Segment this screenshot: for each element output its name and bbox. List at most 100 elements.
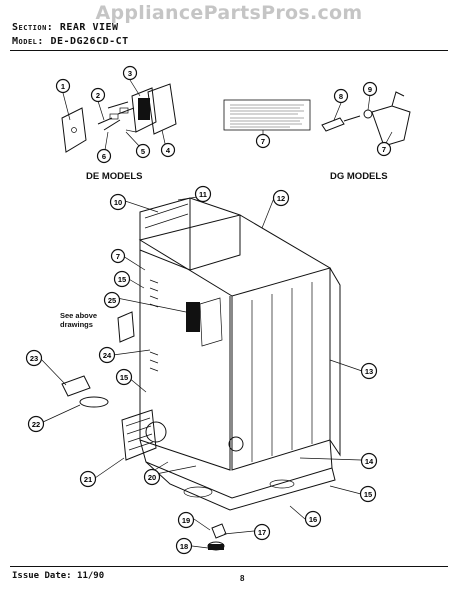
part-callout-c9: 9 — [362, 81, 378, 97]
part-callout-c7b: 7 — [376, 141, 392, 157]
callout-number: 15 — [118, 275, 126, 284]
part-callout-c3: 3 — [122, 65, 138, 81]
part-callout-c15a: 15 — [113, 270, 131, 288]
watermark-text: AppliancePartsPros.com — [95, 2, 363, 24]
callout-number: 8 — [339, 92, 343, 101]
callout-number: 24 — [103, 351, 112, 360]
callout-circle — [113, 270, 131, 288]
part-callout-c2: 2 — [90, 87, 106, 103]
callout-number: 16 — [309, 515, 317, 524]
model-label: Model: — [12, 36, 44, 47]
callout-circle — [25, 349, 43, 367]
callout-number: 23 — [30, 354, 38, 363]
dg-models-caption: DG MODELS — [330, 171, 388, 182]
callout-number: 15 — [364, 490, 372, 499]
callout-circle — [115, 368, 133, 386]
callout-number: 6 — [102, 152, 106, 161]
callout-number: 7 — [261, 137, 265, 146]
callout-number: 14 — [365, 457, 374, 466]
callout-circle — [135, 143, 151, 159]
label-plate-detail — [223, 99, 311, 134]
callout-circle — [360, 452, 378, 470]
part-callout-c21: 21 — [79, 470, 97, 488]
callout-circle — [27, 415, 45, 433]
callout-number: 18 — [180, 542, 188, 551]
callout-circle — [122, 65, 138, 81]
callout-circle — [96, 148, 112, 164]
callout-number: 10 — [114, 198, 122, 207]
footer-rule — [10, 566, 448, 567]
model-value: DE-DG26CD-CT — [50, 36, 129, 47]
part-callout-c14: 14 — [360, 452, 378, 470]
part-callout-c10: 10 — [109, 193, 127, 211]
part-callout-c16: 16 — [304, 510, 322, 528]
part-callout-c23: 23 — [25, 349, 43, 367]
part-callout-c11: 11 — [194, 185, 212, 203]
callout-number: 7 — [382, 145, 386, 154]
section-header: Section: REAR VIEW — [12, 22, 119, 33]
callout-circle — [79, 470, 97, 488]
callout-circle — [255, 133, 271, 149]
callout-number: 20 — [148, 473, 156, 482]
callout-number: 17 — [258, 528, 266, 537]
callout-circle — [98, 346, 116, 364]
callout-circle — [333, 88, 349, 104]
see-above-note: See above drawings — [60, 311, 97, 329]
section-value: REAR VIEW — [59, 22, 119, 33]
callout-circle — [304, 510, 322, 528]
part-callout-c7a: 7 — [255, 133, 271, 149]
part-callout-c15c: 15 — [359, 485, 377, 503]
callout-number: 22 — [32, 420, 40, 429]
callout-number: 2 — [96, 91, 100, 100]
callout-number: 1 — [61, 82, 65, 91]
part-callout-c5: 5 — [135, 143, 151, 159]
see-above-line2: drawings — [60, 320, 93, 329]
part-callout-c20: 20 — [143, 468, 161, 486]
callout-number: 4 — [166, 146, 171, 155]
callout-number: 13 — [365, 367, 373, 376]
callout-circle — [177, 511, 195, 529]
see-above-line1: See above — [60, 311, 98, 320]
part-callout-c19: 19 — [177, 511, 195, 529]
dg-models-detail — [321, 91, 411, 147]
part-callout-c12: 12 — [272, 189, 290, 207]
callout-number: 12 — [277, 194, 285, 203]
callout-number: 21 — [84, 475, 92, 484]
issue-date: Issue Date: 11/90 — [12, 571, 105, 581]
part-callout-c17: 17 — [253, 523, 271, 541]
part-callout-c22: 22 — [27, 415, 45, 433]
callout-number: 7 — [116, 252, 120, 261]
callout-circle — [194, 185, 212, 203]
de-models-detail — [61, 79, 177, 153]
de-models-caption: DE MODELS — [86, 171, 143, 182]
page-number: 8 — [240, 574, 245, 583]
callout-circle — [376, 141, 392, 157]
part-callout-c4: 4 — [160, 142, 176, 158]
callout-circle — [110, 248, 126, 264]
dryer-cabinet — [39, 194, 363, 551]
callout-number: 9 — [368, 85, 372, 94]
callout-circle — [175, 537, 193, 555]
part-callout-c8: 8 — [333, 88, 349, 104]
part-callout-c15b: 15 — [115, 368, 133, 386]
callout-number: 3 — [128, 69, 132, 78]
callout-circle — [160, 142, 176, 158]
model-header: Model: DE-DG26CD-CT — [12, 36, 129, 47]
part-callout-c25: 25 — [103, 291, 121, 309]
callout-circle — [109, 193, 127, 211]
callout-number: 15 — [120, 373, 128, 382]
part-callout-c6: 6 — [96, 148, 112, 164]
callout-circle — [143, 468, 161, 486]
callout-circle — [360, 362, 378, 380]
callout-circle — [103, 291, 121, 309]
callout-circle — [272, 189, 290, 207]
callout-circle — [253, 523, 271, 541]
callout-circle — [362, 81, 378, 97]
part-callout-c13: 13 — [360, 362, 378, 380]
part-callout-c1: 1 — [55, 78, 71, 94]
part-callout-c7c: 7 — [110, 248, 126, 264]
callout-circle — [55, 78, 71, 94]
part-callout-c24: 24 — [98, 346, 116, 364]
callout-number: 25 — [108, 296, 116, 305]
